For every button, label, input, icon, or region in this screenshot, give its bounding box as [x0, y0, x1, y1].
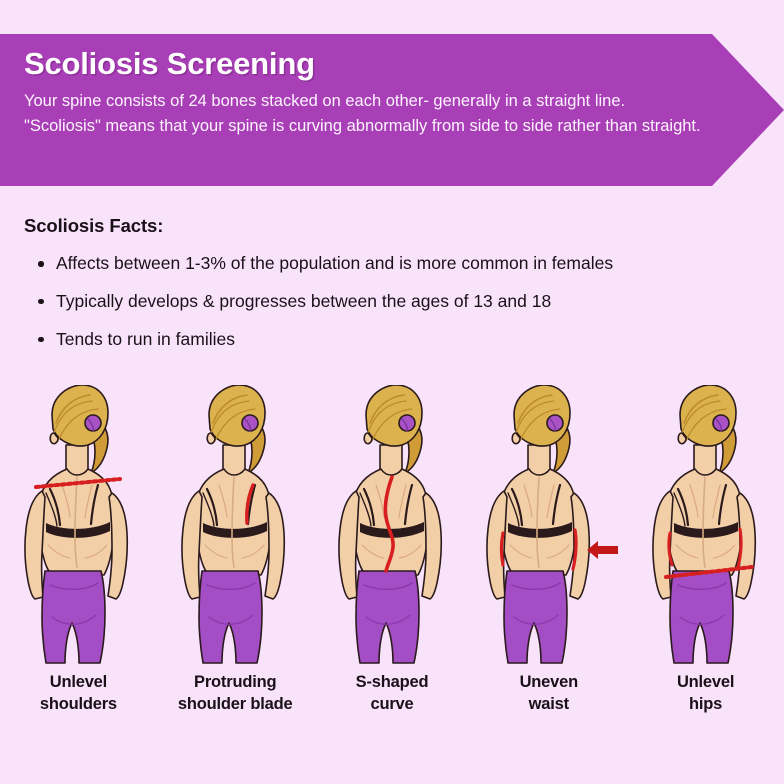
marker-s-curve-spine	[383, 475, 395, 573]
caption-line: waist	[528, 694, 569, 713]
caption-line: Unlevel	[49, 673, 108, 691]
figure-unlevel-shoulders	[0, 385, 157, 685]
fact-text: Typically develops & progresses between …	[56, 290, 552, 311]
bullet-icon	[38, 336, 44, 343]
caption-unlevel-hips: Unlevel hips	[627, 672, 784, 716]
woman-back-illustration	[651, 385, 756, 664]
caption-line: Unlevel	[676, 673, 735, 691]
marker-protruding-blade-curve	[245, 483, 255, 525]
caption-unlevel-shoulders: Unlevel shoulders	[0, 672, 157, 716]
marker-unlevel-shoulders-line	[34, 477, 123, 489]
woman-back-illustration	[24, 385, 129, 664]
caption-protruding-shoulder-blade: Protruding shoulder blade	[157, 672, 314, 716]
caption-line: Uneven	[519, 673, 579, 691]
caption-uneven-waist: Uneven waist	[470, 672, 627, 716]
figure-unlevel-hips	[627, 385, 784, 685]
caption-line: Protruding	[194, 673, 277, 691]
fact-text: Tends to run in families	[56, 328, 235, 349]
woman-back-illustration	[485, 385, 618, 664]
captions-row: Unlevel shoulders Protruding shoulder bl…	[0, 672, 784, 716]
woman-back-illustration	[338, 385, 443, 664]
caption-line: S-shaped	[355, 673, 429, 691]
scoliosis-facts-section: Scoliosis Facts: Affects between 1-3% of…	[24, 215, 764, 367]
list-item: Affects between 1-3% of the population a…	[24, 253, 764, 275]
facts-heading: Scoliosis Facts:	[24, 215, 164, 236]
fact-text: Affects between 1-3% of the population a…	[56, 253, 614, 273]
caption-s-shaped-curve: S-shaped curve	[314, 672, 471, 716]
marker-unlevel-hips	[663, 527, 754, 579]
woman-back-illustration	[181, 385, 286, 664]
waist-arrow-icon	[586, 541, 618, 559]
list-item: Tends to run in families	[24, 329, 764, 351]
banner-content: Scoliosis Screening Your spine consists …	[24, 34, 714, 186]
list-item: Typically develops & progresses between …	[24, 291, 764, 313]
bullet-icon	[38, 261, 44, 267]
bullet-icon	[38, 298, 44, 305]
figure-s-shaped-curve	[314, 385, 471, 685]
figure-uneven-waist	[470, 385, 627, 685]
caption-line: curve	[370, 694, 414, 713]
banner-description: Your spine consists of 24 bones stacked …	[24, 92, 701, 136]
caption-line: shoulder blade	[177, 694, 293, 713]
figure-protruding-shoulder-blade	[157, 385, 314, 685]
facts-list: Affects between 1-3% of the population a…	[24, 253, 764, 351]
figures-row	[0, 385, 784, 685]
marker-uneven-waist-outline	[499, 528, 578, 571]
caption-line: shoulders	[39, 694, 117, 713]
banner-arrow-shape	[0, 34, 784, 186]
header-banner: Scoliosis Screening Your spine consists …	[0, 34, 784, 186]
page-title: Scoliosis Screening	[24, 46, 315, 81]
caption-line: hips	[689, 694, 723, 713]
